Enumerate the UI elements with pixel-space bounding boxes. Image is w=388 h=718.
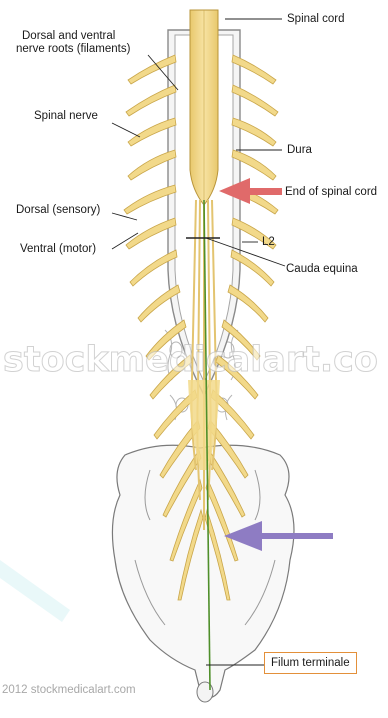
label-spinal-cord: Spinal cord (287, 13, 345, 26)
label-cauda-equina: Cauda equina (286, 263, 358, 276)
label-dorsal-ventral-roots-line1: Dorsal and ventral (22, 30, 115, 43)
label-spinal-nerve: Spinal nerve (34, 110, 98, 123)
watermark: stockmedicalart.co (3, 340, 378, 380)
label-dura: Dura (287, 144, 312, 157)
decorative-stripe (0, 560, 70, 622)
label-ventral-motor: Ventral (motor) (20, 243, 96, 256)
label-dorsal-sensory: Dorsal (sensory) (16, 204, 100, 217)
label-filum-terminale: Filum terminale (264, 652, 357, 674)
copyright-notice: 2012 stockmedicalart.com (2, 684, 136, 696)
label-dorsal-ventral-roots-line2: nerve roots (filaments) (16, 43, 130, 56)
label-l2: L2 (262, 236, 275, 249)
label-end-of-spinal-cord: End of spinal cord (285, 186, 377, 199)
